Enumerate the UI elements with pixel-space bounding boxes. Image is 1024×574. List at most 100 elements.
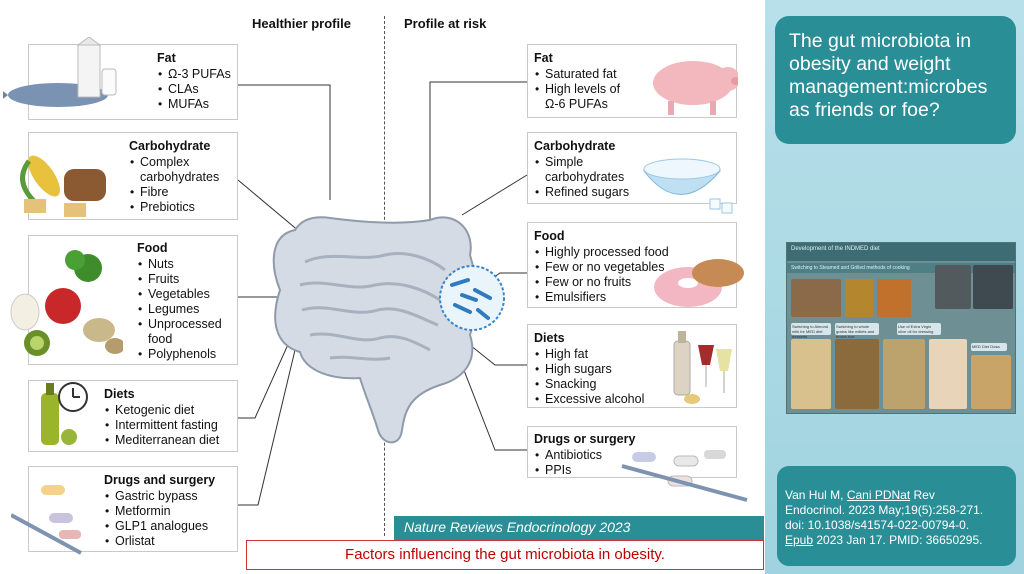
left-food-item: food [148, 332, 173, 346]
food-photo [973, 265, 1013, 309]
left-drugs-item: Orlistat [104, 534, 215, 549]
left-fat-item: MUFAs [157, 97, 231, 112]
left-fat-item: CLAs [157, 82, 231, 97]
left-food-item: Nuts [137, 257, 222, 272]
reference-line: Epub 2023 Jan 17. PMID: 36650295. [785, 533, 1006, 548]
left-carb-item: carbohydrates [140, 170, 220, 184]
food-photo [845, 279, 873, 317]
right-diets-item: High fat [534, 347, 644, 362]
right-fat-title: Fat [534, 51, 553, 65]
left-diets-item: Intermittent fasting [104, 418, 219, 433]
thumbnail-title: Development of the INDMED diet [787, 243, 1015, 261]
left-food-item: Legumes [137, 302, 222, 317]
pills-and-scalpel-icon [11, 485, 82, 555]
leader-line-left-fat [238, 84, 331, 200]
thumbnail-note: Switching to Almond milk for MED diet de… [791, 323, 831, 339]
leader-line-right-carb [461, 174, 528, 216]
left-drugs-item: GLP1 analogues [104, 519, 215, 534]
left-box-carbohydrate: Carbohydrate Complex carbohydrates Fibre… [20, 132, 238, 220]
reference-author-link[interactable]: Cani PDNat [846, 488, 911, 502]
reference-box: Van Hul M, Cani PDNat Rev Endocrinol. 20… [777, 466, 1016, 566]
food-photo [791, 339, 831, 409]
left-drugs-title: Drugs and surgery [104, 473, 216, 487]
gut-illustration [237, 81, 528, 506]
left-food-item: Polyphenols [137, 347, 222, 362]
right-drugs-item: PPIs [534, 463, 635, 478]
right-diets-title: Diets [534, 331, 565, 345]
pig-icon [653, 61, 738, 115]
small-intestine [299, 251, 446, 361]
left-drugs-item: Gastric bypass [104, 489, 215, 504]
leader-line-left-diets [238, 339, 291, 419]
fruits-vegetables-icon [10, 250, 123, 356]
capsules-and-scalpel-icon [621, 450, 748, 502]
right-box-carbohydrate: Carbohydrate Simple carbohydrates Refine… [527, 132, 737, 214]
profile-at-risk-header: Profile at risk [404, 16, 487, 31]
leader-line-right-drugs [459, 359, 527, 451]
thumbnail-note: MED Diet Dosa [971, 343, 1007, 351]
figure-caption: Factors influencing the gut microbiota i… [246, 540, 764, 570]
thumbnail-note: Use of Extra Virgin olive oil for dressi… [897, 323, 941, 335]
bottle-and-wine-icon [673, 331, 732, 404]
right-box-diets: Diets High fat High sugars Snacking Exce… [527, 324, 737, 408]
left-food-item: Unprocessed [137, 317, 222, 332]
left-box-diets: Diets Ketogenic diet Intermittent fastin… [28, 380, 238, 452]
right-food-item: Highly processed food [534, 245, 669, 260]
left-drugs-item: Metformin [104, 504, 215, 519]
healthier-profile-header: Healthier profile [252, 16, 351, 31]
right-diets-item: Snacking [534, 377, 644, 392]
figure-panel: Healthier profile Profile at risk [0, 0, 765, 574]
reference-doi: doi: 10.1038/s41574-022-00794-0. [785, 518, 970, 532]
right-carb-item: Refined sugars [534, 185, 629, 200]
left-food-item: Fruits [137, 272, 222, 287]
right-fat-item: Saturated fat [534, 67, 620, 82]
left-carb-item: Complex [129, 155, 219, 170]
left-diets-item: Ketogenic diet [104, 403, 219, 418]
food-photo [877, 279, 911, 317]
bacteria-cluster [450, 278, 492, 320]
thumbnail-note: Switching to whole grains like millets a… [835, 323, 879, 339]
reference-pmid: 2023 Jan 17. PMID: 36650295. [813, 533, 983, 547]
reference-epub: Epub [785, 533, 814, 547]
right-drugs-item: Antibiotics [534, 448, 635, 463]
left-food-item: Vegetables [137, 287, 222, 302]
sugar-bowl-icon [642, 158, 733, 214]
food-photo [935, 265, 971, 309]
right-food-item: Emulsifiers [534, 290, 669, 305]
leader-line-left-drugs [238, 349, 296, 506]
left-box-fat: Fat Ω-3 PUFAs CLAs MUFAs [3, 37, 238, 120]
right-carb-item: Simple [534, 155, 629, 170]
journal-banner: Nature Reviews Endocrinology 2023 [394, 516, 764, 540]
slide-title-box: The gut microbiota in obesity and weight… [775, 16, 1016, 144]
oil-and-clock-icon [41, 382, 88, 445]
left-carb-title: Carbohydrate [129, 139, 211, 153]
thumbnail-subtitle: Switching to Steamed and Grilled methods… [787, 263, 1015, 273]
food-photo [835, 339, 879, 409]
large-intestine [272, 216, 477, 444]
corn-and-bread-icon [20, 155, 106, 217]
leader-line-right-diets [469, 344, 527, 366]
left-carb-item: Fibre [129, 185, 219, 200]
reference-authors: Van Hul M, [785, 488, 847, 502]
left-box-food: Food Nuts Fruits Vegetables Legumes Unpr… [10, 235, 238, 365]
right-diets-item: High sugars [534, 362, 644, 377]
indmed-thumbnail[interactable]: Development of the INDMED diet Switching… [786, 242, 1016, 414]
left-diets-item: Mediterranean diet [104, 433, 219, 448]
right-carb-item: carbohydrates [545, 170, 625, 184]
right-diets-item: Excessive alcohol [534, 392, 644, 407]
right-box-food: Food Highly processed food Few or no veg… [527, 222, 744, 308]
fish-and-milk-icon [3, 37, 117, 107]
right-fat-item: High levels of [534, 82, 620, 97]
reference-line: Endocrinol. 2023 May;19(5):258-271. [785, 503, 984, 517]
food-photo [791, 279, 841, 317]
leader-line-right-fat [429, 81, 527, 232]
leader-line-left-carb [237, 179, 301, 233]
right-food-title: Food [534, 229, 565, 243]
right-box-fat: Fat Saturated fat High levels of Ω-6 PUF… [527, 44, 738, 118]
right-fat-item: Ω-6 PUFAs [545, 97, 608, 111]
left-fat-title: Fat [157, 51, 176, 65]
left-box-drugs-and-surgery: Drugs and surgery Gastric bypass Metform… [11, 466, 238, 555]
reference-line: Van Hul M, Cani PDNat Rev [785, 488, 1006, 503]
food-photo [929, 339, 967, 409]
